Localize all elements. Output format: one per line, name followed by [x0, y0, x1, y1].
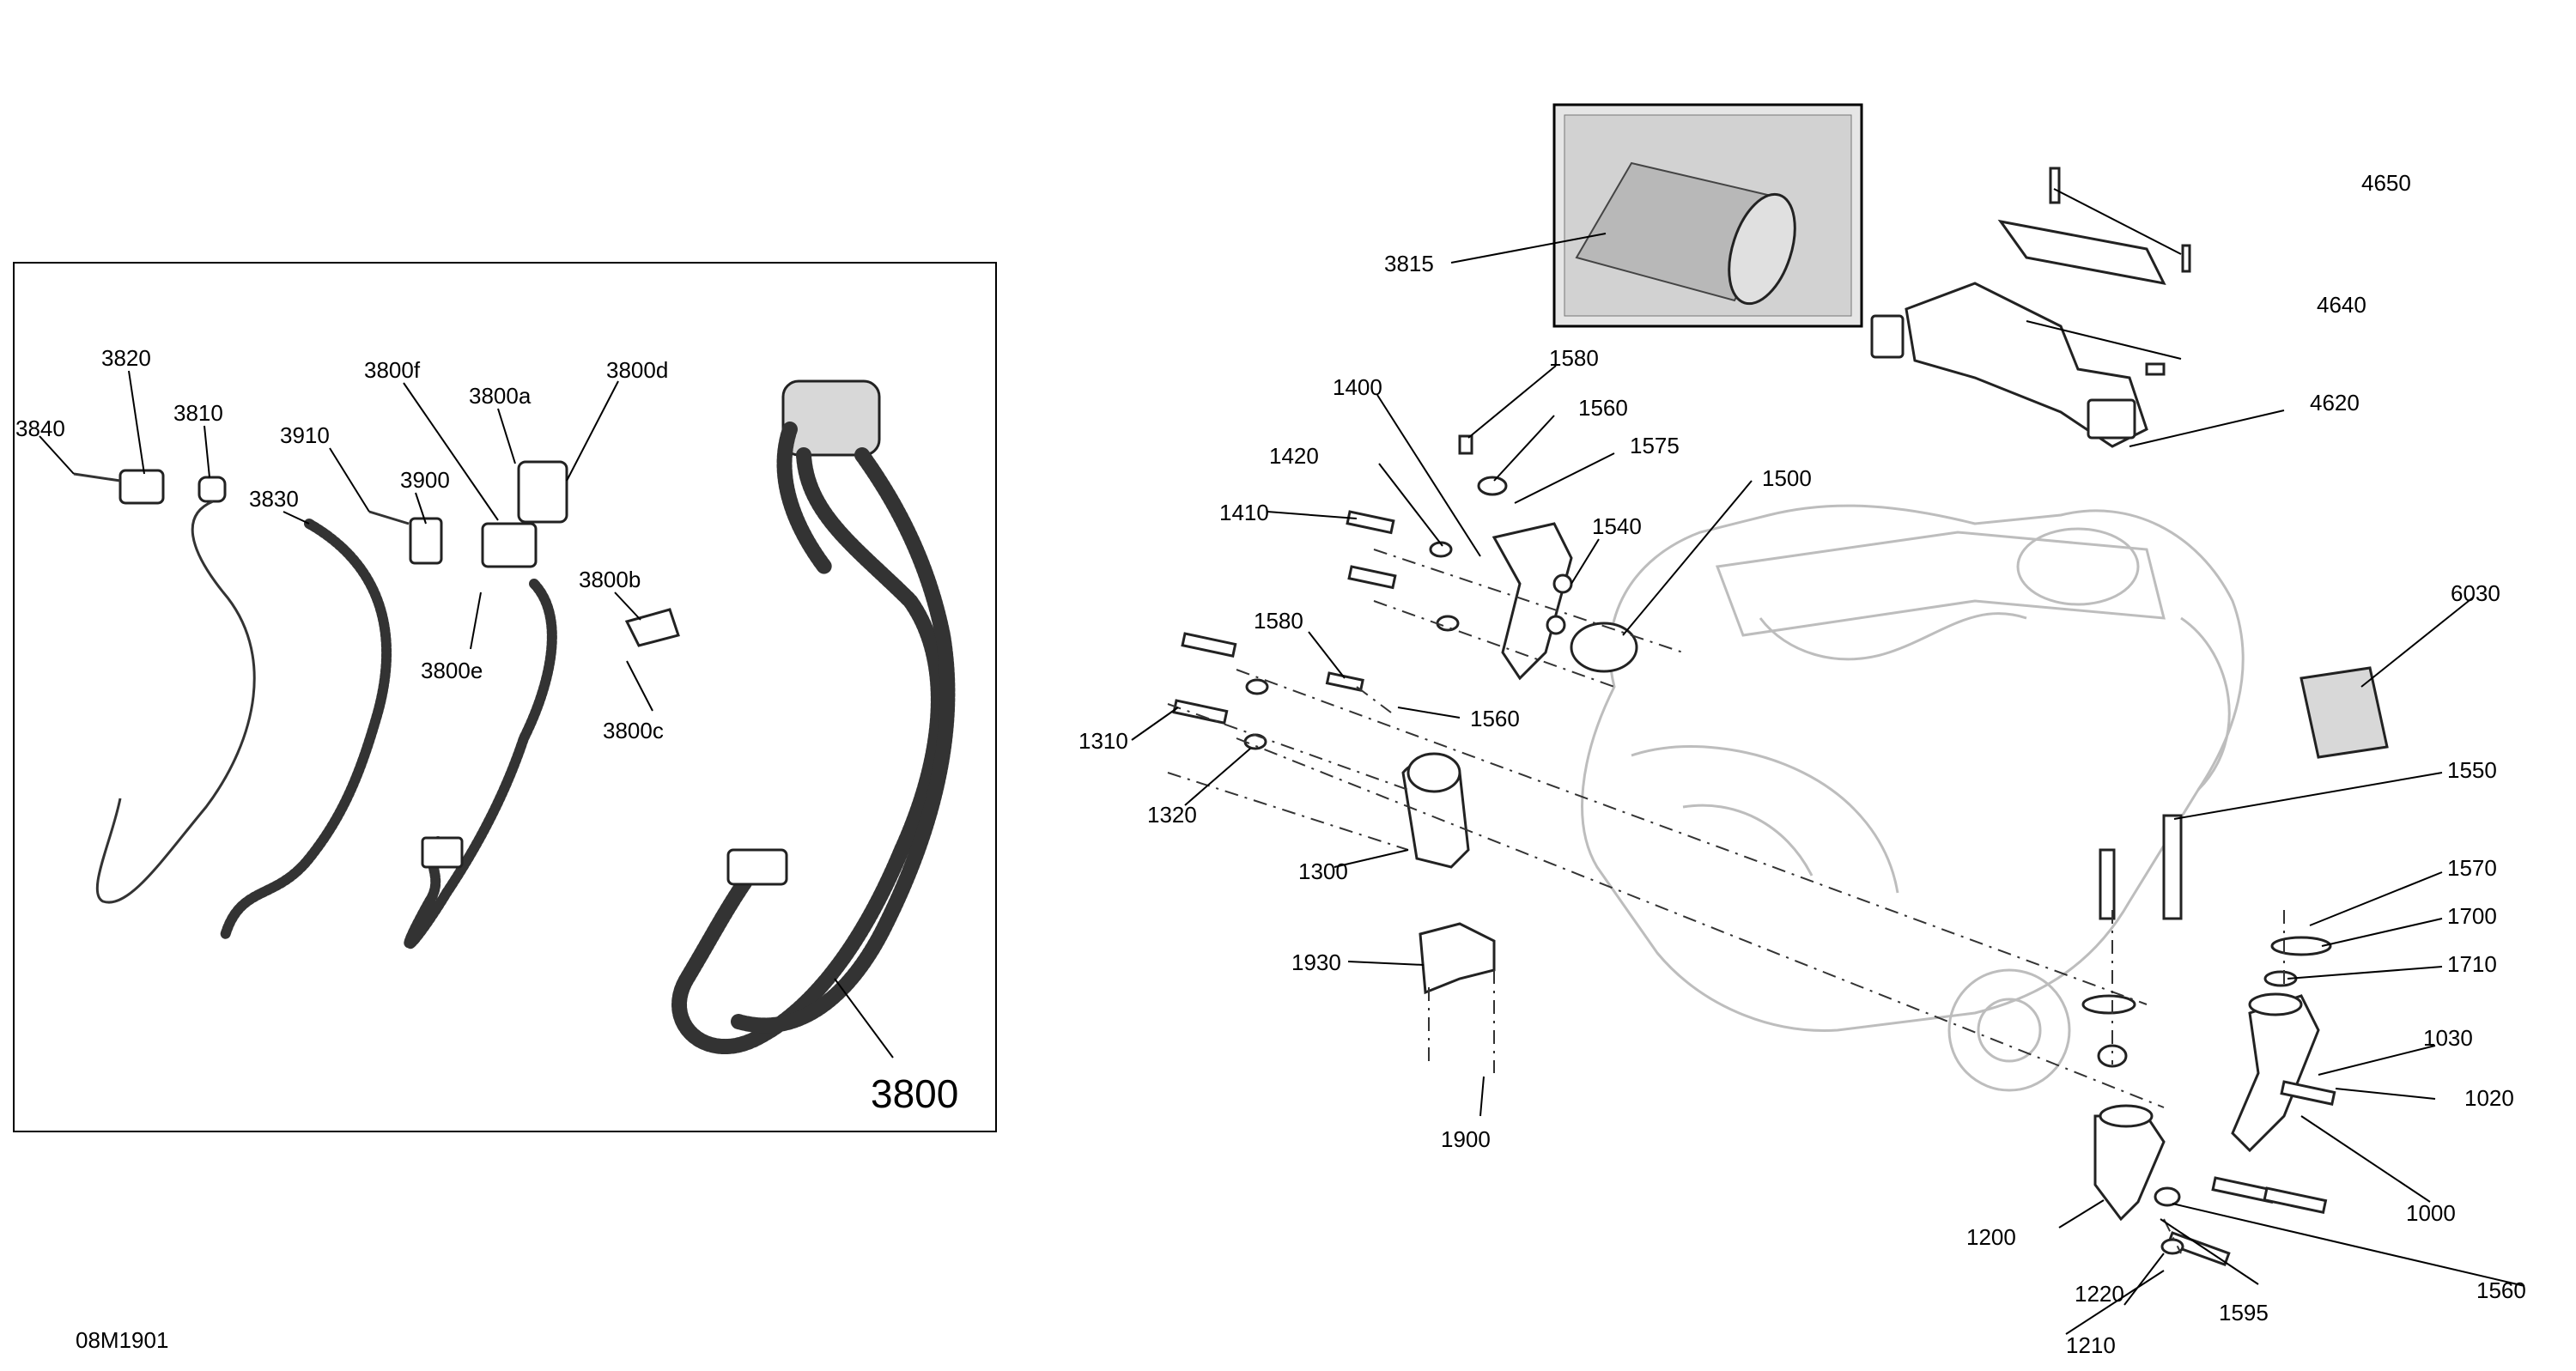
mount-1400 — [1458, 434, 1638, 681]
inset-leader-lines — [39, 370, 894, 1059]
callout-3800e: 3800e — [421, 658, 483, 683]
callout-3830: 3830 — [249, 486, 299, 512]
mount-1000 — [2231, 992, 2320, 1153]
callout-3820: 3820 — [101, 345, 151, 371]
bracket-1930 — [1419, 922, 1496, 995]
callout-1550: 1550 — [2447, 757, 2497, 783]
diagram-code: 08M1901 — [76, 1327, 168, 1353]
callout-3800b: 3800b — [579, 567, 641, 592]
callout-1540: 1540 — [1592, 513, 1642, 539]
inset-frame — [13, 262, 997, 1132]
callout-4650: 4650 — [2361, 170, 2411, 196]
callout-3910: 3910 — [280, 422, 330, 448]
module-4620 — [1870, 167, 2191, 448]
callout-3800a: 3800a — [469, 383, 532, 409]
callout-3800: 3800 — [871, 1071, 958, 1116]
engine-ghost — [1581, 504, 2245, 1092]
callout-1595: 1595 — [2219, 1300, 2269, 1326]
callout-1300: 1300 — [1298, 858, 1348, 884]
callout-3810: 3810 — [173, 400, 223, 426]
callout-1560-top: 1560 — [1578, 395, 1628, 421]
callout-1200: 1200 — [1966, 1224, 2016, 1250]
label-6030 — [2300, 666, 2389, 759]
mount-1300 — [1401, 752, 1470, 869]
bolts-left — [1172, 510, 1460, 750]
callout-4620: 4620 — [2310, 390, 2360, 416]
callout-1310: 1310 — [1078, 728, 1128, 754]
callout-1560-mid: 1560 — [1470, 706, 1520, 731]
callout-1020: 1020 — [2464, 1085, 2514, 1111]
callout-1710: 1710 — [2447, 951, 2497, 977]
callout-1220: 1220 — [2075, 1281, 2124, 1307]
callout-1575: 1575 — [1630, 433, 1680, 458]
bolts-right — [2154, 1080, 2336, 1267]
callout-1000: 1000 — [2406, 1200, 2456, 1226]
callout-6030: 6030 — [2451, 580, 2500, 606]
callout-1570: 1570 — [2447, 855, 2497, 881]
callout-1500: 1500 — [1762, 465, 1812, 491]
callout-1580-mid: 1580 — [1254, 608, 1303, 634]
callout-1930: 1930 — [1291, 949, 1341, 975]
inset-artwork — [73, 379, 956, 1055]
callout-4640: 4640 — [2317, 292, 2366, 318]
callout-3800f: 3800f — [364, 357, 421, 383]
callout-1580-top: 1580 — [1549, 345, 1599, 371]
callout-1900: 1900 — [1441, 1126, 1491, 1152]
inset-callouts: 3840 3820 3810 3830 3910 3900 3800f 3800… — [15, 345, 958, 1116]
fasteners-1550-1710 — [2081, 814, 2332, 1068]
callout-3800c: 3800c — [603, 718, 664, 743]
main-leader-lines — [1131, 188, 2525, 1335]
callout-3800d: 3800d — [606, 357, 668, 383]
callout-1560-bottom: 1560 — [2476, 1277, 2526, 1303]
callout-1030: 1030 — [2423, 1025, 2473, 1051]
callout-1700: 1700 — [2447, 903, 2497, 929]
callout-1400: 1400 — [1333, 374, 1382, 400]
main-callouts: 3815 4650 4640 4620 1580 1560 1575 1400 … — [1078, 170, 2526, 1358]
pipe-detail-3815 — [1552, 103, 1863, 328]
callout-3815: 3815 — [1384, 251, 1434, 276]
callout-1410: 1410 — [1219, 500, 1269, 525]
callout-1420: 1420 — [1269, 443, 1319, 469]
callout-1320: 1320 — [1147, 802, 1197, 828]
mount-1200 — [2093, 1104, 2166, 1222]
callout-3900: 3900 — [400, 467, 450, 493]
callout-3840: 3840 — [15, 416, 65, 441]
callout-1210: 1210 — [2066, 1332, 2116, 1358]
